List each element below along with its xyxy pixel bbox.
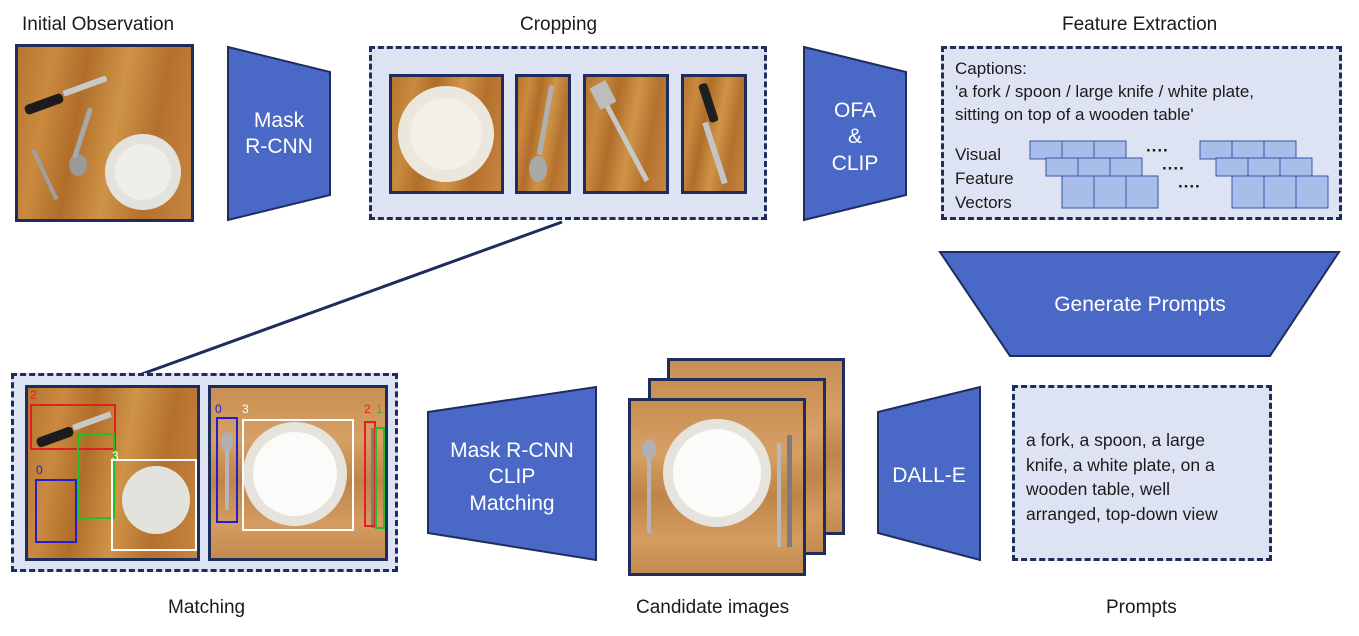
det-right-0: 0 xyxy=(215,402,222,416)
prompt-text: a fork, a spoon, a large knife, a white … xyxy=(1026,430,1218,524)
label-matching: Matching xyxy=(168,597,246,618)
crop-plate xyxy=(389,74,504,194)
dots-3: ···· xyxy=(1178,177,1201,196)
mask-rcnn-label: Mask R-CNN xyxy=(245,109,313,159)
caption-line-2: sitting on top of a wooden table' xyxy=(955,105,1194,124)
crop-knife xyxy=(681,74,747,194)
crop-spoon xyxy=(515,74,571,194)
det-left-0: 0 xyxy=(36,463,43,477)
captions-label: Captions: xyxy=(955,59,1027,78)
crop-fork xyxy=(583,74,669,194)
det-left-3: 3 xyxy=(112,449,119,463)
generate-prompts-label: Generate Prompts xyxy=(1054,293,1226,316)
candidate-image-front xyxy=(628,398,806,576)
matching-initial-image xyxy=(25,385,200,561)
caption-line-1: 'a fork / spoon / large knife / white pl… xyxy=(955,82,1255,101)
matching-model-label: Mask R-CNN CLIP Matching xyxy=(450,439,574,515)
prompts-panel xyxy=(1012,385,1272,561)
initial-observation-image xyxy=(15,44,194,222)
ofa-clip-label: OFA & CLIP xyxy=(831,99,879,175)
label-prompts: Prompts xyxy=(1106,597,1177,618)
label-cropping: Cropping xyxy=(520,14,598,35)
dots-2: ···· xyxy=(1162,159,1185,178)
dalle-label: DALL-E xyxy=(892,464,966,487)
label-initial-observation: Initial Observation xyxy=(22,14,175,35)
det-left-2: 2 xyxy=(30,388,37,402)
det-right-2: 2 xyxy=(364,402,371,416)
det-right-3: 3 xyxy=(242,402,249,416)
table-objects-illustration xyxy=(24,75,181,210)
matching-candidate-image xyxy=(208,385,388,561)
crop-to-match-arrow xyxy=(119,220,563,384)
det-left-1: 1 xyxy=(78,428,85,442)
visual-feature-vectors-label: Visual Feature Vectors xyxy=(955,145,1014,212)
label-candidate-images: Candidate images xyxy=(636,597,790,618)
label-feature-extraction: Feature Extraction xyxy=(1062,14,1218,35)
dots-1: ···· xyxy=(1146,141,1169,160)
det-right-1: 1 xyxy=(376,402,383,416)
